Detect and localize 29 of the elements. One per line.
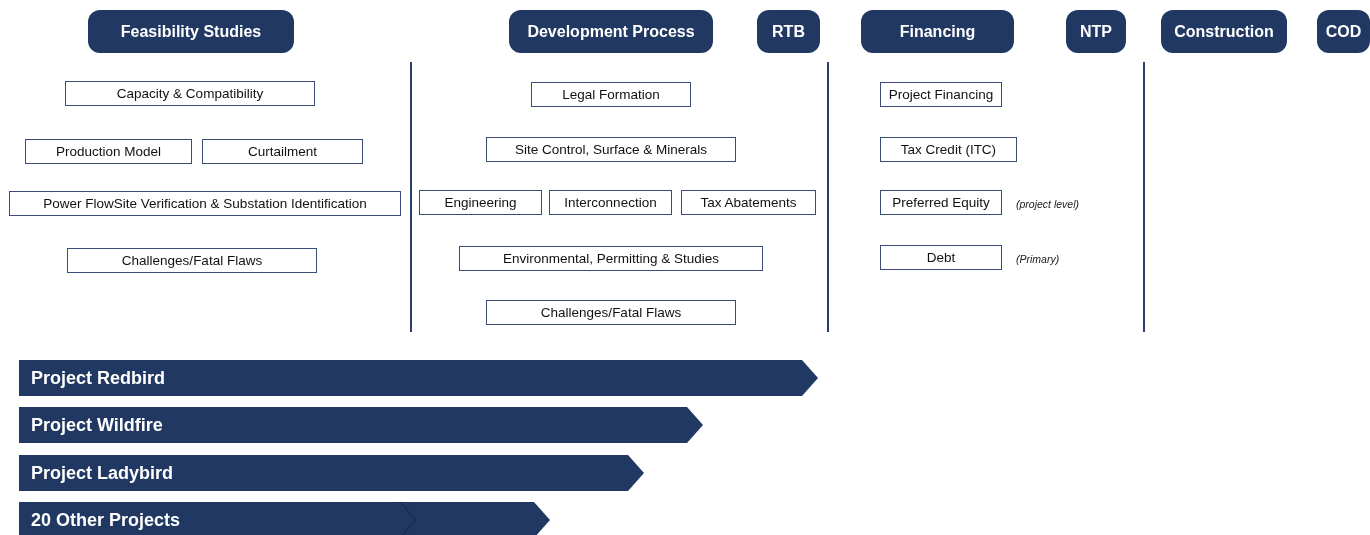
task-box: Tax Abatements: [681, 190, 816, 215]
project-bar: Project Wildfire: [19, 407, 703, 443]
project-bar: 20 Other Projects: [19, 502, 550, 535]
phase-header: Construction: [1161, 10, 1287, 53]
task-box: Production Model: [25, 139, 192, 164]
task-box: Challenges/Fatal Flaws: [486, 300, 736, 325]
phase-header: Development Process: [509, 10, 713, 53]
task-box: Power FlowSite Verification & Substation Identification: [9, 191, 401, 216]
side-note: (project level): [1016, 198, 1080, 210]
task-box: Capacity & Compatibility: [65, 81, 315, 106]
task-box: Preferred Equity: [880, 190, 1002, 215]
phase-header: Financing: [861, 10, 1014, 53]
phase-header: RTB: [757, 10, 820, 53]
task-box: Environmental, Permitting & Studies: [459, 246, 763, 271]
task-box: Tax Credit (ITC): [880, 137, 1017, 162]
task-box: Legal Formation: [531, 82, 691, 107]
task-box: Debt: [880, 245, 1002, 270]
project-bar: Project Redbird: [19, 360, 818, 396]
phase-header: Feasibility Studies: [88, 10, 294, 53]
phase-header: NTP: [1066, 10, 1126, 53]
side-note: (Primary): [1016, 253, 1060, 265]
task-box: Interconnection: [549, 190, 672, 215]
task-box: Engineering: [419, 190, 542, 215]
phase-header: COD: [1317, 10, 1370, 53]
task-box: Site Control, Surface & Minerals: [486, 137, 736, 162]
task-box: Project Financing: [880, 82, 1002, 107]
task-box: Challenges/Fatal Flaws: [67, 248, 317, 273]
project-bar: Project Ladybird: [19, 455, 644, 491]
task-box: Curtailment: [202, 139, 363, 164]
